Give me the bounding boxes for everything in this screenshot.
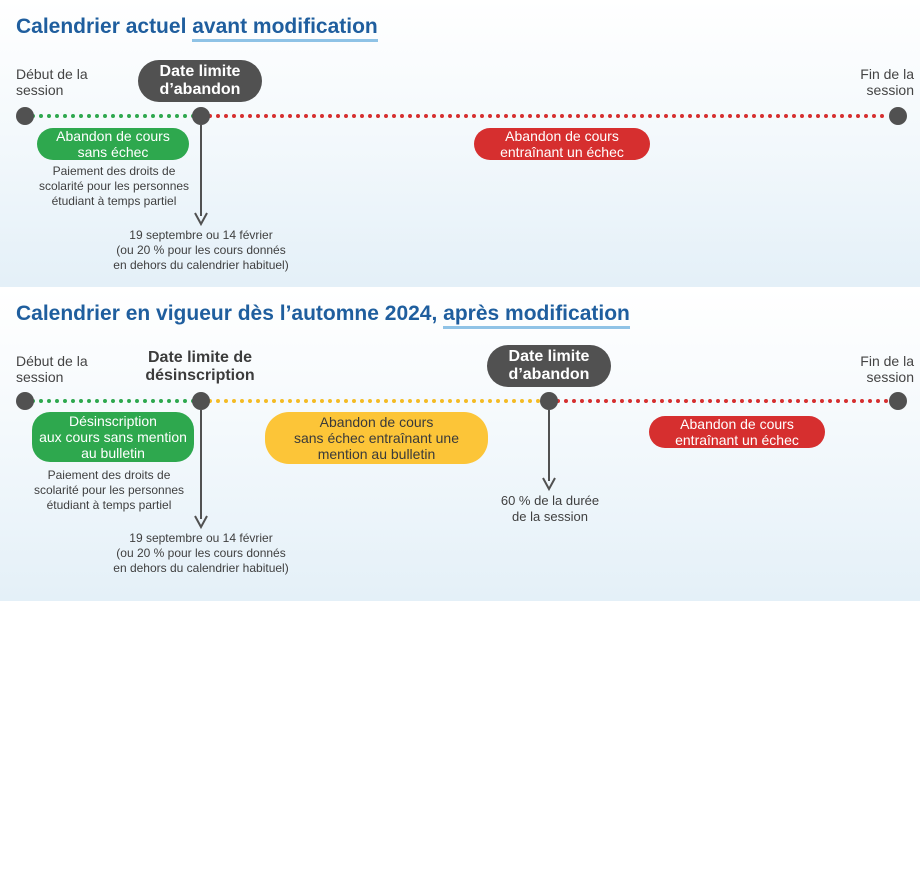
end-node: [889, 107, 907, 125]
deadline-node: [540, 392, 558, 410]
start-node: [16, 392, 34, 410]
arrowhead: [194, 212, 208, 227]
end-node: [889, 392, 907, 410]
current-calendar-panel: Calendrier actuel avant modification Déb…: [0, 0, 920, 287]
session-duration-note: 60 % de la durée de la session: [500, 493, 600, 524]
deadline-date-note: 19 septembre ou 14 février (ou 20 % pour…: [113, 531, 289, 575]
tuition-note: Paiement des droits de scolarité pour le…: [38, 164, 190, 208]
unenroll-no-mention-pill: Désinscription aux cours sans mention au…: [32, 412, 194, 462]
deadline-date-note: 19 septembre ou 14 février (ou 20 % pour…: [113, 228, 289, 272]
new-calendar-title: Calendrier en vigueur dès l’automne 2024…: [16, 302, 630, 329]
withdrawal-fail-pill: Abandon de cours entraînant un échec: [474, 128, 650, 160]
arrowhead: [194, 515, 208, 530]
session-start-label: Début de la session: [16, 353, 88, 385]
withdrawal-fail-pill: Abandon de cours entraînant un échec: [649, 416, 825, 448]
unenroll-deadline-label: Date limite de désinscription: [145, 349, 255, 384]
unenroll-node: [192, 392, 210, 410]
arrowhead: [542, 477, 556, 492]
title-highlight: avant modification: [192, 15, 378, 42]
deadline-node: [192, 107, 210, 125]
withdrawal-deadline-pill: Date limite d’abandon: [138, 60, 262, 102]
current-calendar-title: Calendrier actuel avant modification: [16, 15, 378, 42]
start-node: [16, 107, 34, 125]
new-calendar-panel: Calendrier en vigueur dès l’automne 2024…: [0, 287, 920, 601]
tuition-note: Paiement des droits de scolarité pour le…: [33, 468, 185, 512]
session-start-label: Début de la session: [16, 66, 88, 98]
title-highlight: après modification: [443, 302, 630, 329]
withdrawal-no-fail-pill: Abandon de cours sans échec: [37, 128, 189, 160]
session-end-label: Fin de la session: [860, 353, 914, 385]
withdrawal-deadline-pill: Date limite d’abandon: [487, 345, 611, 387]
withdrawal-mention-pill: Abandon de cours sans échec entraînant u…: [265, 412, 488, 464]
session-end-label: Fin de la session: [860, 66, 914, 98]
